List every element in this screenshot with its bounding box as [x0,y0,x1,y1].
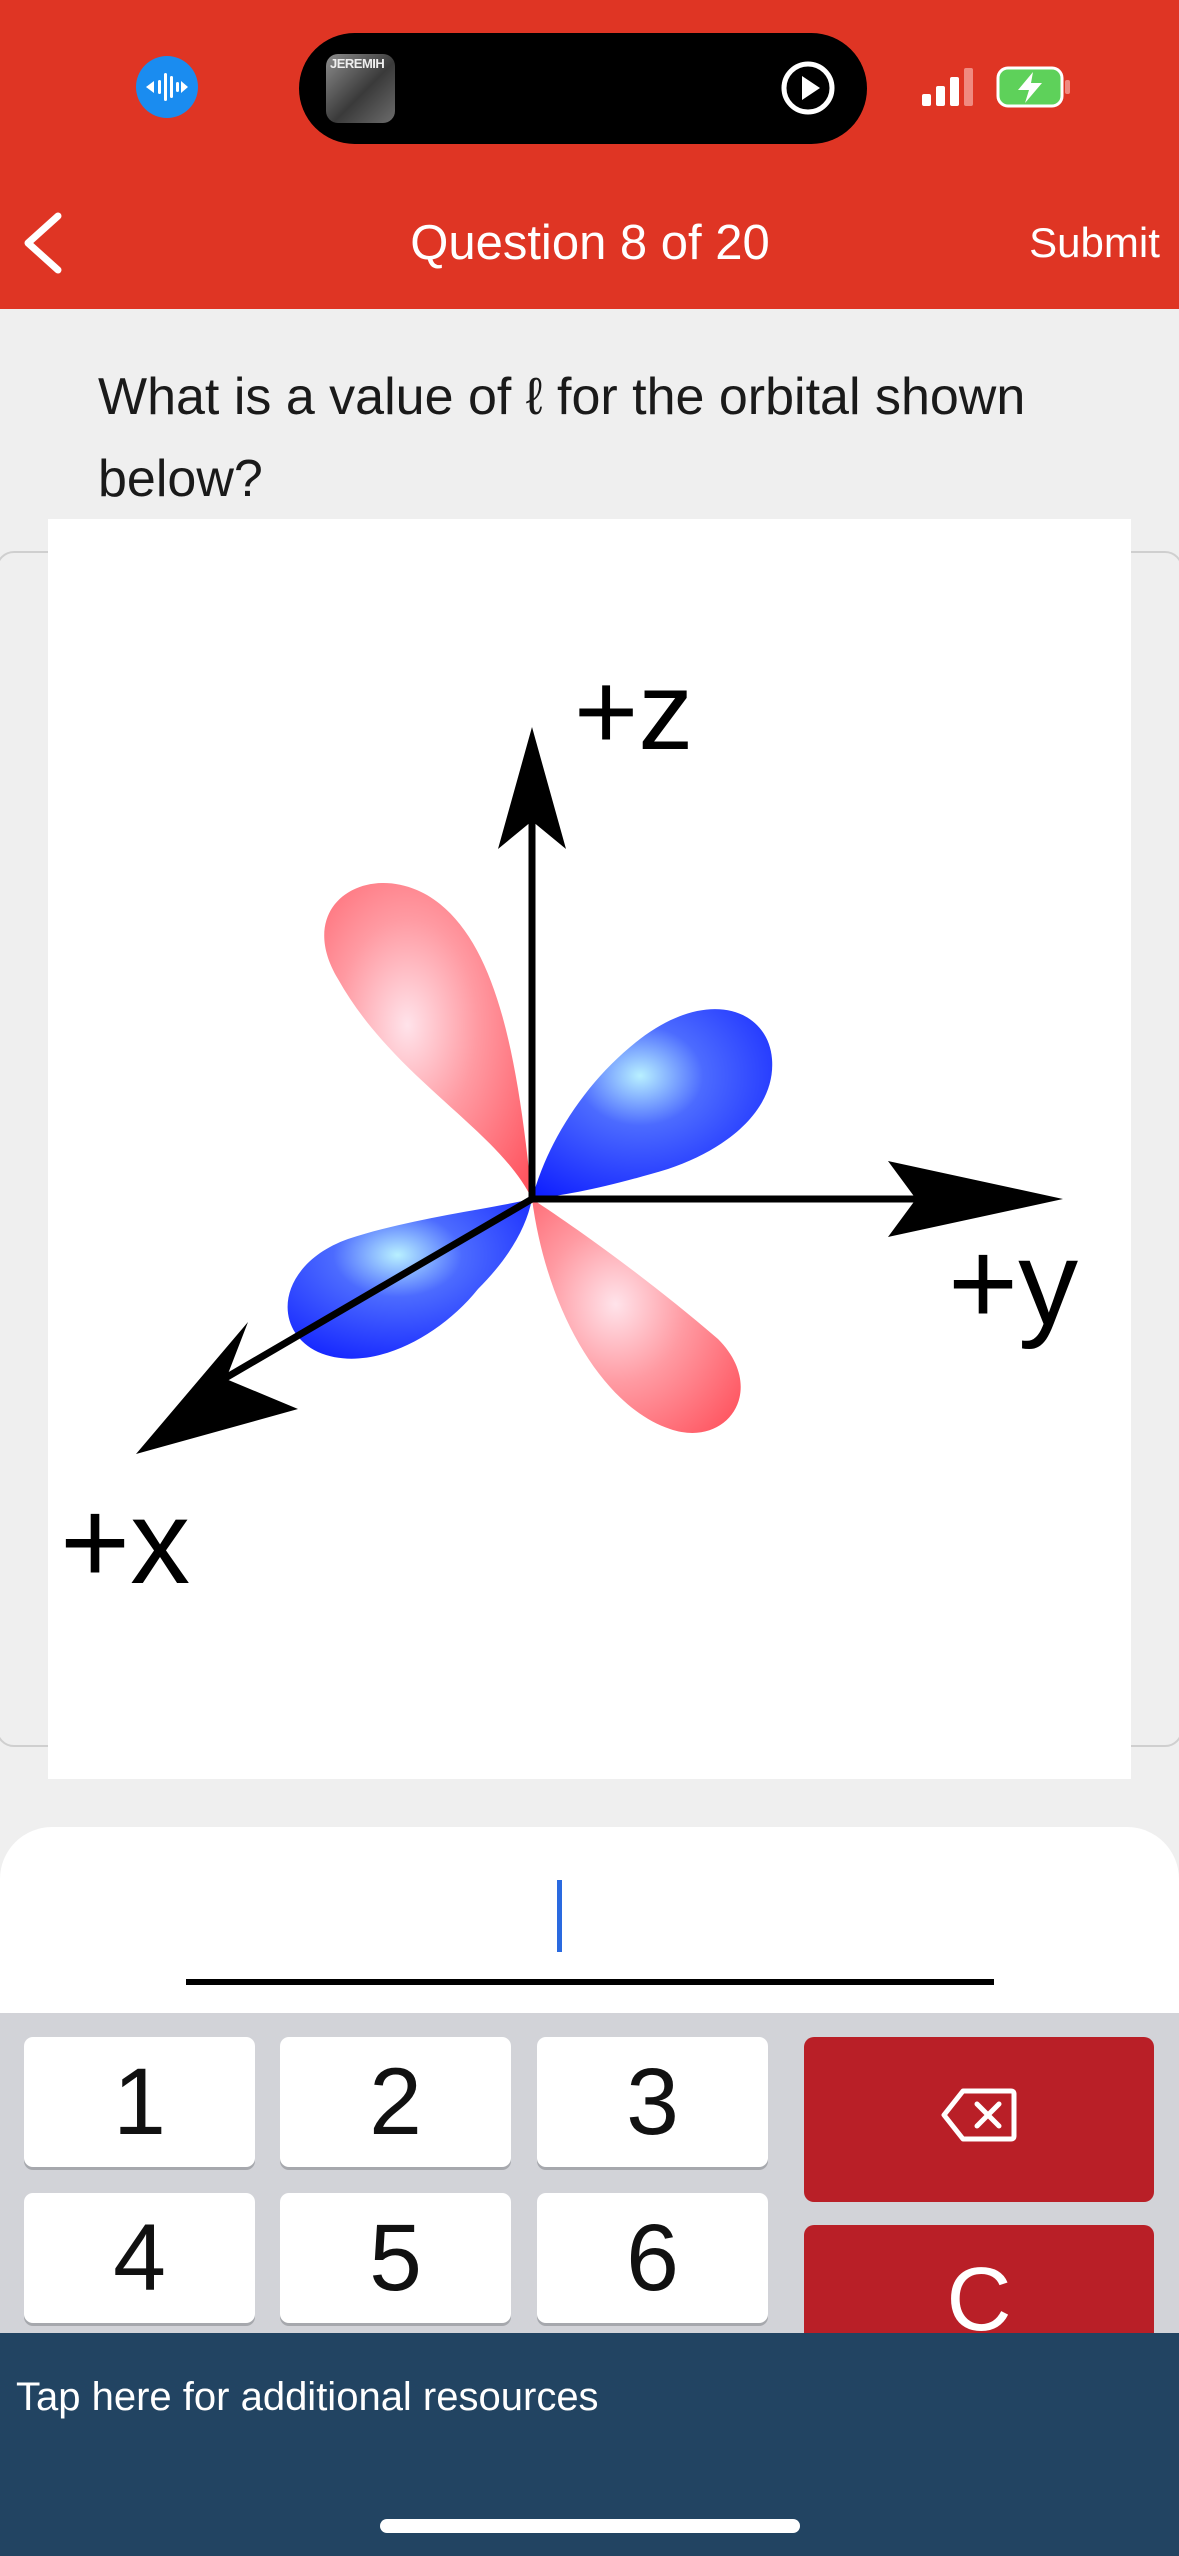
dynamic-island[interactable]: JEREMIH [299,33,867,144]
x-axis-line [196,1195,534,1398]
home-indicator[interactable] [380,2519,800,2533]
key-1[interactable]: 1 [24,2037,255,2167]
header-bar: JEREMIH Question 8 of 20 Submit [0,0,1179,309]
orbital-lobe-positive-upper [324,883,532,1199]
resources-footer[interactable]: Tap here for additional resources [0,2333,1179,2556]
backspace-icon [941,2088,1017,2142]
orbital-figure: +z +y +x [48,519,1131,1779]
z-axis-arrowhead [498,727,566,849]
key-2[interactable]: 2 [280,2037,511,2167]
cellular-signal-icon [922,68,973,106]
axis-x-label: +x [60,1475,190,1609]
now-playing-artwork: JEREMIH [326,54,395,123]
sound-wave-icon [136,56,198,118]
answer-input[interactable] [186,1870,994,1985]
key-3[interactable]: 3 [537,2037,768,2167]
now-playing-art-text: JEREMIH [330,56,385,71]
text-cursor [557,1880,562,1952]
additional-resources-link[interactable]: Tap here for additional resources [16,2375,599,2419]
orbital-lobe-negative-lower [287,1199,532,1359]
key-6[interactable]: 6 [537,2193,768,2323]
orbital-lobe-positive-lower [532,1199,741,1433]
axis-y-label: +y [948,1216,1078,1350]
x-axis-arrowhead [136,1322,298,1454]
back-chevron-icon[interactable] [14,208,70,278]
axis-z-label: +z [574,650,693,773]
key-4[interactable]: 4 [24,2193,255,2323]
play-circle-icon[interactable] [780,60,836,116]
battery-charging-icon [996,66,1070,108]
orbital-lobe-negative-upper [532,1009,773,1199]
y-axis-arrowhead [888,1161,1063,1237]
key-5[interactable]: 5 [280,2193,511,2323]
page-title: Question 8 of 20 [410,216,770,270]
submit-button[interactable]: Submit [1029,219,1160,266]
question-text: What is a value of ℓ for the orbital sho… [98,368,1026,508]
orbital-diagram: +z +y +x [60,650,1078,1609]
backspace-key[interactable] [804,2037,1154,2202]
